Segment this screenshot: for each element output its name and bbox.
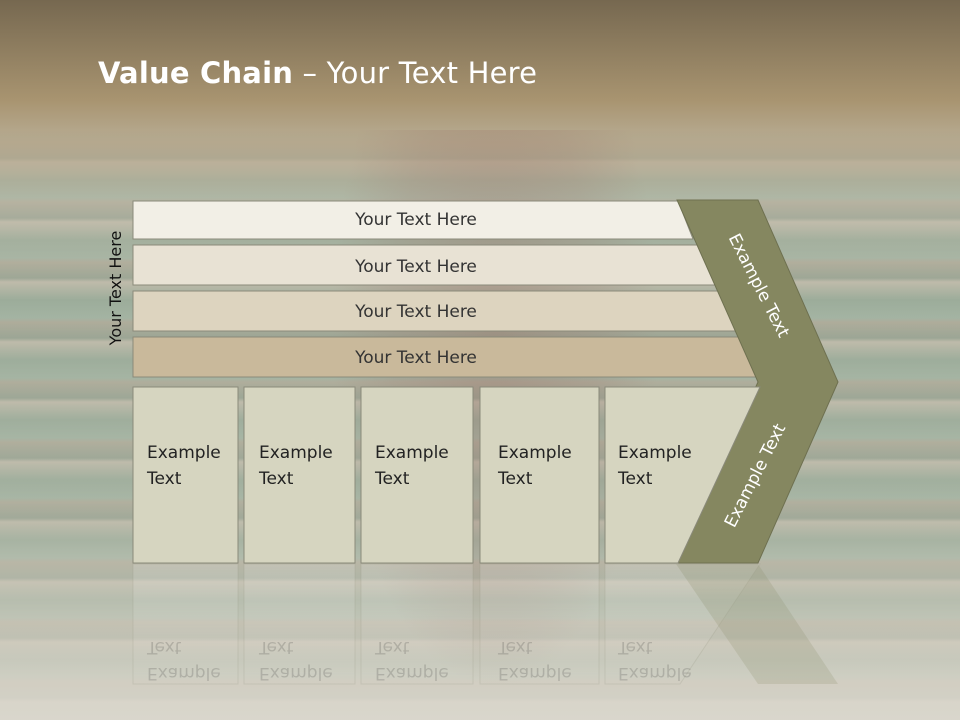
box-3	[360, 386, 474, 564]
box-5-reflection-line1: Example	[618, 663, 692, 683]
reflection-box-4	[479, 563, 600, 685]
reflection-group	[132, 563, 838, 685]
box-4	[479, 386, 600, 564]
box-4-reflection-line1: Example	[498, 663, 572, 683]
box-1-line2: Text	[147, 469, 182, 489]
box-5-reflection-line2: Text	[618, 637, 653, 657]
box-2-line1: Example	[259, 443, 333, 463]
bar-2-label: Your Text Here	[354, 257, 477, 277]
reflection-box-1	[132, 563, 239, 685]
bar-4-label: Your Text Here	[354, 348, 477, 368]
title-rest: – Your Text Here	[293, 56, 538, 90]
box-2-line2: Text	[259, 469, 294, 489]
box-5-line2: Text	[618, 469, 653, 489]
box-3-line1: Example	[375, 443, 449, 463]
bar-3-label: Your Text Here	[354, 302, 477, 322]
bar-1-label: Your Text Here	[354, 210, 477, 230]
box-4-text: Example Text	[498, 440, 572, 492]
box-2-reflection-line1: Example	[259, 663, 333, 683]
box-2-reflection-line2: Text	[259, 637, 294, 657]
box-3-reflection-line2: Text	[375, 637, 410, 657]
box-1-text: Example Text	[147, 440, 221, 492]
box-2-text: Example Text	[259, 440, 333, 492]
box-1-reflection-line2: Text	[147, 637, 182, 657]
box-5-text: Example Text	[618, 440, 692, 492]
slide-title: Value Chain – Your Text Here	[98, 56, 537, 90]
reflection-box-5	[604, 563, 761, 685]
chevron-arrow	[676, 199, 839, 564]
box-1-reflection-text: Example Text	[147, 634, 221, 686]
title-bold: Value Chain	[98, 56, 294, 90]
bar-1	[132, 200, 694, 240]
box-4-reflection-text: Example Text	[498, 634, 572, 686]
box-3-reflection-text: Example Text	[375, 634, 449, 686]
box-3-line2: Text	[375, 469, 410, 489]
box-5-reflection-text: Example Text	[618, 634, 692, 686]
box-2	[243, 386, 356, 564]
box-1	[132, 386, 239, 564]
box-1-line1: Example	[147, 443, 221, 463]
box-5-line1: Example	[618, 443, 692, 463]
box-1-reflection-line1: Example	[147, 663, 221, 683]
box-4-line1: Example	[498, 443, 572, 463]
box-4-line2: Text	[498, 469, 533, 489]
box-2-reflection-text: Example Text	[259, 634, 333, 686]
box-4-reflection-line2: Text	[498, 637, 533, 657]
reflection-chevron	[676, 564, 838, 684]
box-3-text: Example Text	[375, 440, 449, 492]
reflection-box-3	[360, 563, 474, 685]
box-5	[604, 386, 761, 564]
reflection-box-2	[243, 563, 356, 685]
box-3-reflection-line1: Example	[375, 663, 449, 683]
